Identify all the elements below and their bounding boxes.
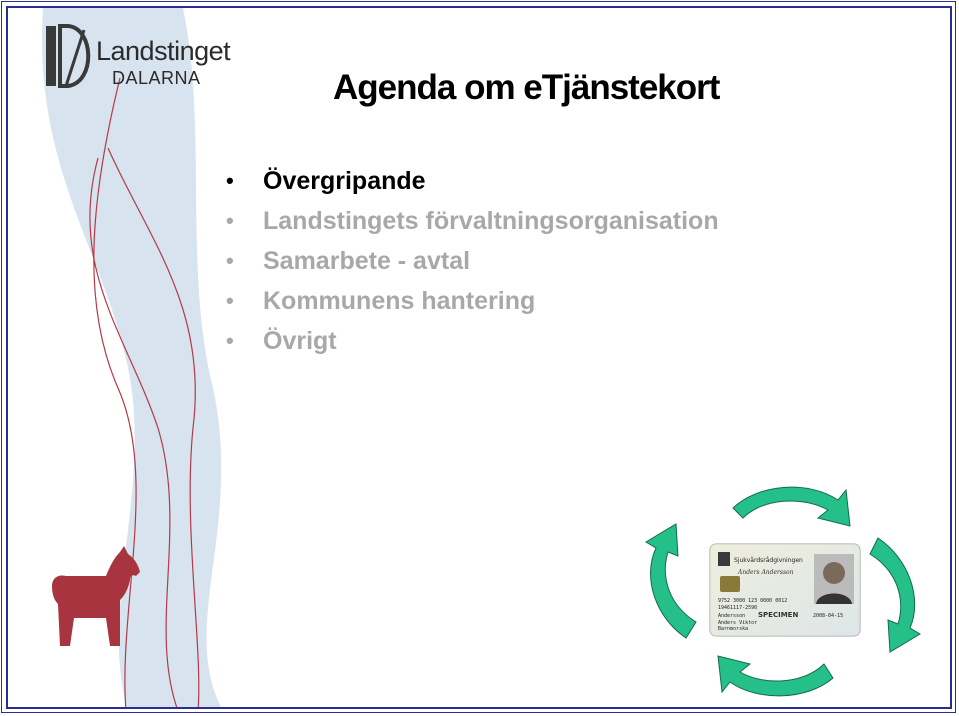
slide-title: Agenda om eTjänstekort [333,68,720,107]
logo-name: Landstinget [96,36,231,66]
agenda-item-label: Kommunens hantering [263,286,536,315]
card-date: 2008-04-15 [813,613,843,619]
card-role: Barnmorska [718,626,748,632]
card-number: 9752 3000 123 0000 0012 [718,598,787,604]
cycle-arrow-right-icon [869,537,921,653]
card-specimen: SPECIMEN [758,611,798,619]
red-curve-line [89,157,178,707]
card-chip-icon [720,576,740,592]
red-curve-line [93,77,137,707]
agenda-item-ovrigt: • Övrigt [226,321,719,361]
bullet-icon: • [226,208,234,233]
card-pnr: 19461117-2590 [718,605,757,611]
cycle-arrow-bottom-icon [717,655,834,697]
blue-wave-shape [42,8,222,707]
agenda-item-samarbete: • Samarbete - avtal [226,241,719,281]
card-logo-icon [718,552,730,566]
agenda-item-overgripande: • Övergripande [226,161,719,201]
dala-horse-icon [52,546,140,646]
agenda-item-forvaltningsorganisation: • Landstingets förvaltningsorganisation [226,201,719,241]
slide: Landstinget DALARNA Agenda om eTjänsteko… [6,6,952,709]
background-decoration [42,8,222,707]
card-issuer: Sjukvårdsrådgivningen [734,557,803,564]
agenda-item-label: Övrigt [263,326,337,355]
cycle-arrow-left-icon [645,523,697,639]
logo-d-mark-icon [46,24,91,88]
bullet-icon: • [226,328,234,353]
logo-region: DALARNA [112,68,201,88]
bullet-icon: • [226,248,234,273]
bullet-icon: • [226,288,234,313]
agenda-list: • Övergripande • Landstingets förvaltnin… [226,161,719,361]
bullet-icon: • [226,168,234,193]
agenda-item-label: Landstingets förvaltningsorganisation [263,206,719,235]
agenda-item-label: Övergripande [263,166,426,195]
cycle-arrow-top-icon [732,486,851,527]
id-card: Sjukvårdsrådgivningen Anders Andersson 9… [709,543,861,637]
agenda-item-kommunens: • Kommunens hantering [226,281,719,321]
card-surname: Andersson [718,613,745,619]
card-signature: Anders Andersson [737,569,794,576]
landstinget-logo: Landstinget DALARNA [46,22,246,102]
red-curve-line [107,147,200,707]
agenda-item-label: Samarbete - avtal [263,246,471,275]
card-given-name: Anders Viktor [718,620,757,626]
etjanstekort-card-illustration: Sjukvårdsrådgivningen Anders Andersson 9… [645,486,921,697]
